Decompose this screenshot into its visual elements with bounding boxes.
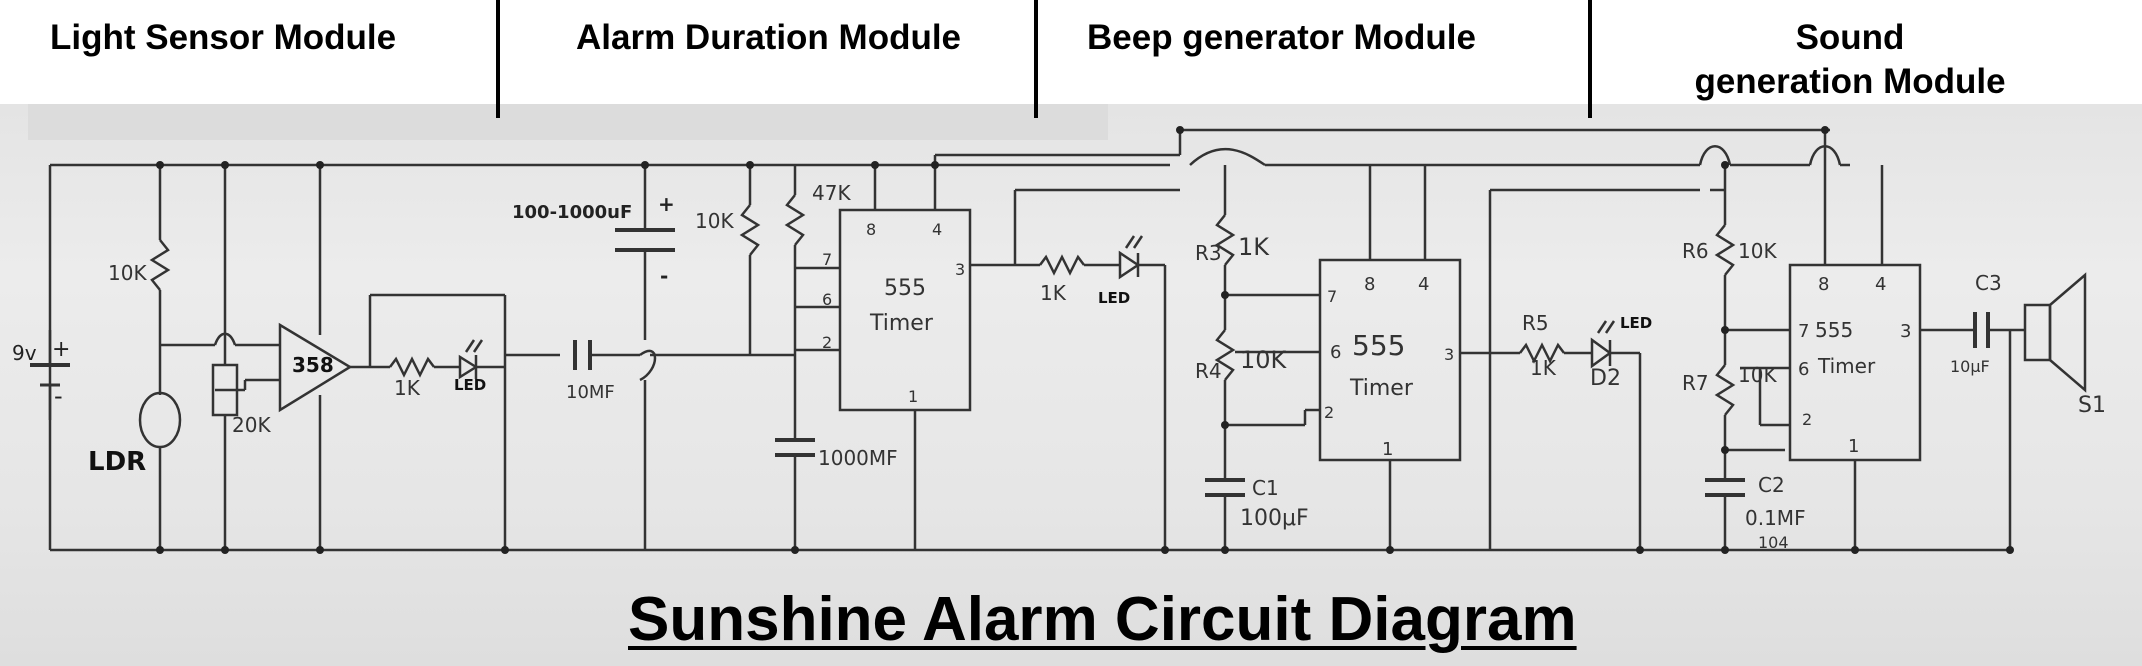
r47k-label: 47K — [812, 181, 851, 205]
module-title-sound-generation: Sound generation Module — [1694, 18, 2006, 101]
r3-label: R3 — [1195, 241, 1222, 265]
timer1-pin7: 7 — [822, 250, 832, 269]
r10k-label: 10K — [695, 209, 734, 233]
timer2-pin7: 7 — [1327, 287, 1337, 306]
led2-label: LED — [1098, 289, 1130, 307]
r5-label: R5 — [1522, 311, 1549, 335]
battery-minus: - — [54, 382, 63, 410]
c-range-minus: - — [660, 264, 668, 288]
alarm-duration-module — [505, 155, 1180, 550]
timer3-pin8: 8 — [1818, 274, 1829, 295]
paper-background — [0, 104, 2142, 666]
timer1-number: 555 — [884, 276, 926, 301]
paper-edge — [28, 104, 1108, 140]
timer3-pin4: 4 — [1875, 274, 1886, 295]
c1000mf-label: 1000MF — [818, 446, 898, 470]
r7-value: 10K — [1738, 363, 1777, 387]
module-divider — [1588, 0, 1592, 118]
r1-label: 10K — [108, 261, 147, 285]
timer2-pin8: 8 — [1364, 274, 1375, 295]
module-title-beep-generator: Beep generator Module — [1087, 18, 1476, 57]
timer2-word: Timer — [1349, 376, 1414, 401]
c3-value: 10μF — [1950, 357, 1990, 376]
module-header-bar — [0, 0, 2142, 118]
light-sensor-module — [138, 165, 507, 550]
opamp-label: 358 — [292, 353, 334, 377]
timer1-pin4: 4 — [932, 220, 942, 239]
supply-rails — [48, 128, 2010, 552]
timer2-pin2: 2 — [1324, 403, 1334, 422]
r6-value: 10K — [1738, 239, 1777, 263]
r4-label: R4 — [1195, 359, 1222, 383]
c10mf-label: 10MF — [566, 382, 615, 403]
c2-label: C2 — [1758, 473, 1785, 497]
timer3-pin7: 7 — [1798, 321, 1809, 342]
r6-label: R6 — [1682, 239, 1709, 263]
c1-label: C1 — [1252, 476, 1279, 500]
module-divider — [1034, 0, 1038, 118]
timer3-pin1: 1 — [1848, 436, 1859, 457]
battery-9v — [30, 330, 70, 420]
timer3-pin6: 6 — [1798, 359, 1809, 380]
timer3-pin2: 2 — [1802, 410, 1812, 429]
c-range-plus: + — [658, 192, 675, 216]
timer3-word: Timer — [1817, 354, 1876, 378]
timer1-pin3: 3 — [955, 260, 965, 279]
module-title-light-sensor: Light Sensor Module — [50, 18, 397, 57]
d2-label: D2 — [1590, 366, 1621, 391]
timer2-number: 555 — [1352, 329, 1405, 362]
pot-label: 20K — [232, 413, 271, 437]
r-1k-2-label: 1K — [1040, 281, 1067, 305]
c1-value: 100μF — [1240, 506, 1309, 531]
timer1-pin2: 2 — [822, 333, 832, 352]
c3-label: C3 — [1975, 271, 2002, 295]
battery-plus: + — [52, 337, 70, 362]
timer1-pin8: 8 — [866, 220, 876, 239]
timer3-number: 555 — [1815, 318, 1853, 342]
timer2-pin3: 3 — [1444, 345, 1454, 364]
timer1-pin6: 6 — [822, 290, 832, 309]
battery-label: 9v — [12, 341, 37, 365]
led3-label: LED — [1620, 314, 1652, 332]
timer3-pin3: 3 — [1900, 321, 1911, 342]
c-range-label: 100-1000uF — [512, 202, 632, 223]
c2-code: 104 — [1758, 533, 1789, 552]
timer2-pin1: 1 — [1382, 439, 1393, 460]
junction-dots — [156, 126, 2014, 554]
r7-label: R7 — [1682, 371, 1709, 395]
module-title-alarm-duration: Alarm Duration Module — [576, 18, 962, 57]
speaker-label: S1 — [2078, 393, 2106, 418]
c2-value: 0.1MF — [1745, 506, 1806, 530]
timer2-pin6: 6 — [1330, 342, 1341, 363]
timer2-pin4: 4 — [1418, 274, 1429, 295]
timer1-word: Timer — [869, 311, 934, 336]
beep-generator-module — [1205, 165, 1642, 550]
r2-label: 1K — [394, 376, 421, 400]
r5-value: 1K — [1530, 356, 1557, 380]
diagram-title: Sunshine Alarm Circuit Diagram — [628, 585, 1577, 654]
r3-value: 1K — [1238, 233, 1270, 261]
module-divider — [496, 0, 500, 118]
timer1-pin1: 1 — [908, 387, 918, 406]
sound-generation-module — [1488, 130, 2087, 550]
ldr-label: LDR — [88, 447, 146, 477]
r4-value: 10K — [1240, 346, 1288, 374]
led1-label: LED — [454, 376, 486, 394]
